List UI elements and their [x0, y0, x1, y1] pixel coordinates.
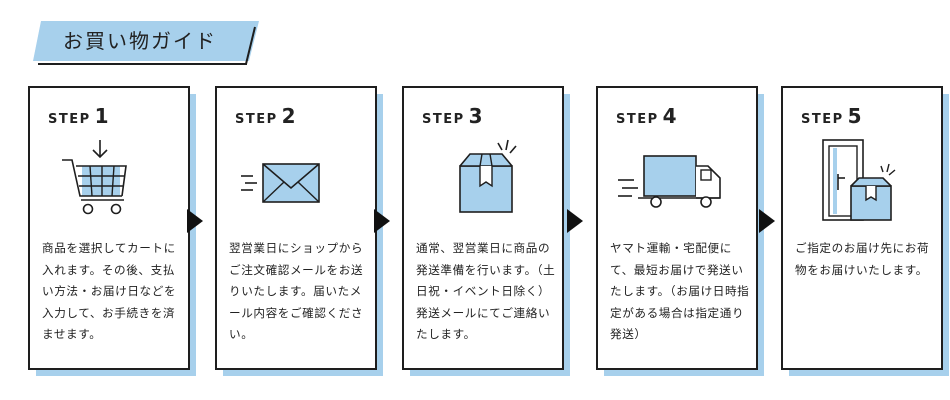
step-card-1: STEP 1 商品を選択してカートに入れます。その後、支払い方法・お届け日などを… — [28, 86, 196, 376]
step-number: 4 — [662, 104, 677, 128]
step-label: STEP 1 — [48, 104, 109, 128]
step-label: STEP 5 — [801, 104, 862, 128]
step-number: 3 — [468, 104, 483, 128]
step-label: STEP 4 — [616, 104, 677, 128]
envelope-icon — [241, 163, 320, 203]
step-number: 2 — [281, 104, 296, 128]
step-card-2: STEP 2 翌営業日にショップからご注文確認メールをお送りいたします。届いたメ… — [215, 86, 383, 376]
step-description: ヤマト運輸・宅配便にて、最短お届けで発送いたします。（お届け日時指定がある場合は… — [610, 241, 750, 341]
step-word: STEP — [422, 112, 465, 127]
step-number: 5 — [847, 104, 862, 128]
step-description: 商品を選択してカートに入れます。その後、支払い方法・お届け日などを入力して、お手… — [42, 241, 177, 341]
step-word: STEP — [801, 112, 844, 127]
delivery-truck-icon — [618, 155, 721, 208]
step-word: STEP — [616, 112, 659, 127]
next-arrow-icon — [374, 209, 390, 233]
page-title: お買い物ガイド — [63, 29, 217, 53]
package-box-icon — [459, 139, 517, 213]
step-word: STEP — [48, 112, 91, 127]
door-package-icon — [822, 139, 896, 221]
step-description: 通常、翌営業日に商品の発送準備を行います。（土日祝・イベント日除く）発送メールに… — [416, 241, 556, 341]
step-label: STEP 2 — [235, 104, 296, 128]
step-label: STEP 3 — [422, 104, 483, 128]
guide-title-banner: お買い物ガイド — [33, 17, 265, 65]
step-word: STEP — [235, 112, 278, 127]
step-card-4: STEP 4 ヤマト運輸・宅配便にて、最短お届けで発送いたします。（お届け日時指… — [596, 86, 764, 376]
step-number: 1 — [94, 104, 109, 128]
shopping-cart-icon — [62, 140, 127, 215]
step-description: ご指定のお届け先にお荷物をお届けいたします。 — [795, 241, 930, 277]
step-card-5: STEP 5 ご指定のお届け先にお荷物をお届けいたします。 — [781, 86, 949, 376]
step-card-3: STEP 3 通常、翌営業日に商品の発送準備を行います。（土日祝・イベント日除く… — [402, 86, 570, 376]
next-arrow-icon — [187, 209, 203, 233]
step-description: 翌営業日にショップからご注文確認メールをお送りいたします。届いたメール内容をご確… — [229, 241, 364, 341]
banner-shape — [33, 21, 259, 65]
next-arrow-icon — [567, 209, 583, 233]
next-arrow-icon — [759, 209, 775, 233]
